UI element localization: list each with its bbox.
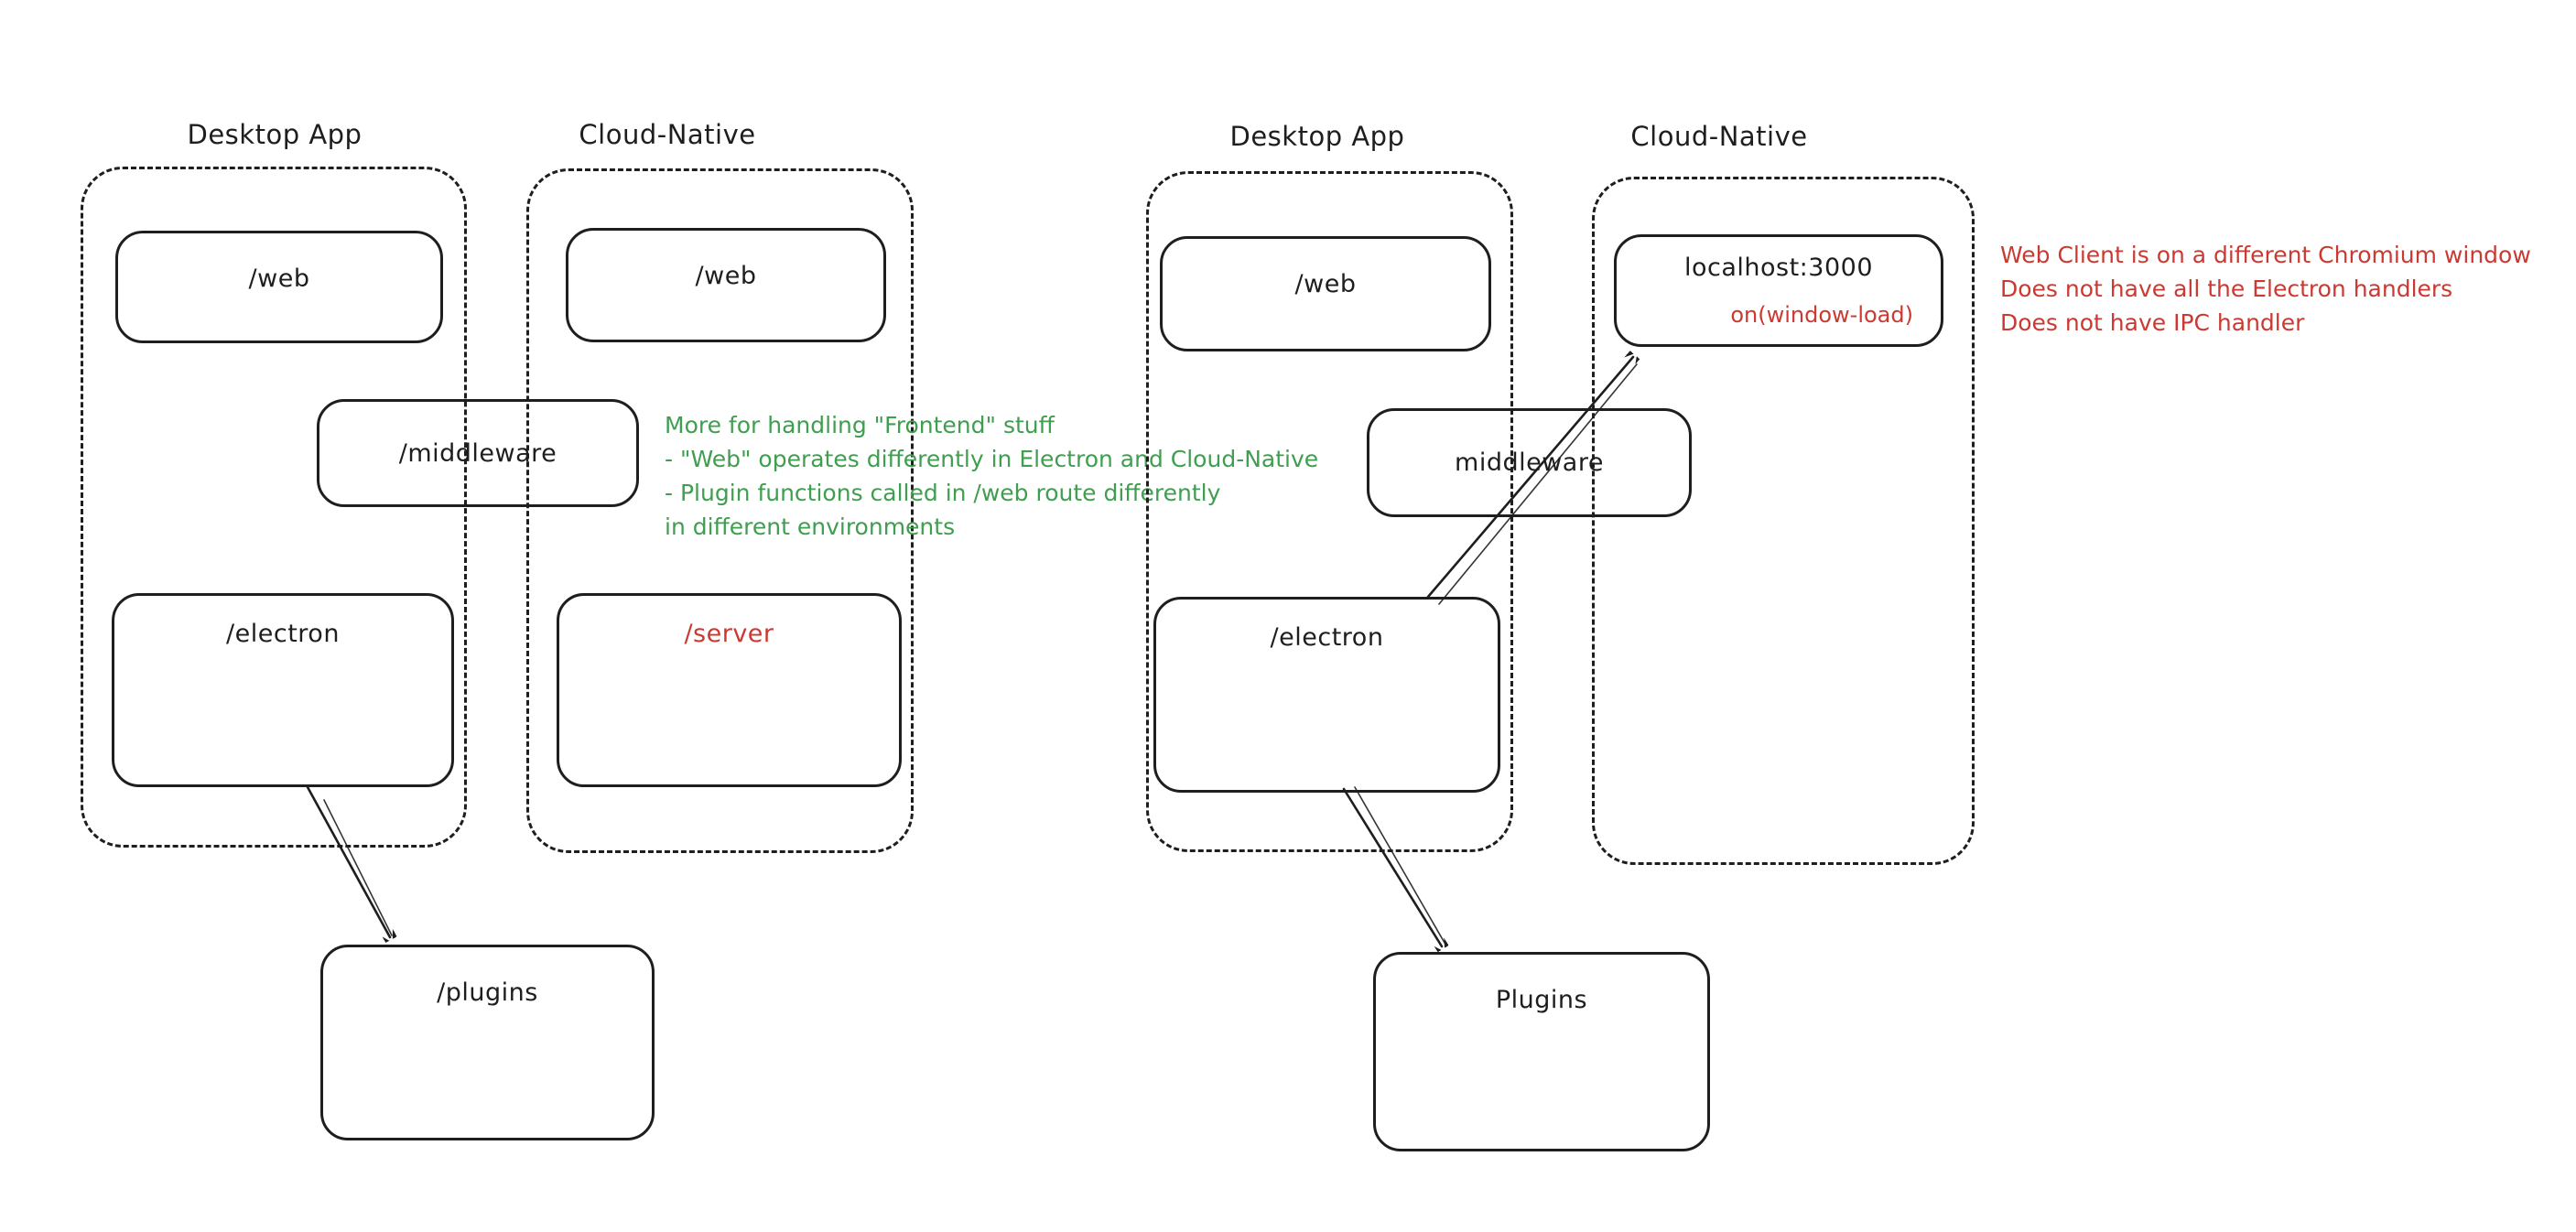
- node-electron-left-label: /electron: [226, 620, 340, 648]
- node-middleware-left-label: /middleware: [398, 438, 557, 468]
- red-note-line-1: Web Client is on a different Chromium wi…: [2000, 242, 2531, 268]
- green-note-line-2: - "Web" operates differently in Electron…: [665, 446, 1319, 472]
- annotation-green-note: More for handling "Frontend" stuff - "We…: [665, 408, 1318, 544]
- container-cloud-native-left: [526, 168, 914, 853]
- localhost-window-load-label: on(window-load): [1730, 302, 1913, 328]
- node-middleware-left: /middleware: [317, 399, 639, 507]
- green-note-line-1: More for handling "Frontend" stuff: [665, 412, 1055, 438]
- node-electron-right: /electron: [1153, 597, 1500, 793]
- node-middleware-right: middleware: [1367, 408, 1692, 517]
- node-web-desktop-left: /web: [115, 231, 443, 343]
- node-plugins-right: Plugins: [1373, 952, 1710, 1151]
- node-localhost-3000: localhost:3000 on(window-load): [1614, 234, 1943, 347]
- container-desktop-app-left: [81, 167, 467, 848]
- node-localhost-3000-label: localhost:3000: [1683, 254, 1873, 282]
- node-server-left: /server: [557, 593, 902, 787]
- green-note-line-4: in different environments: [665, 513, 956, 540]
- node-plugins-left: /plugins: [320, 945, 655, 1140]
- node-web-cloud-left-label: /web: [695, 262, 757, 290]
- node-server-left-label: /server: [684, 620, 774, 648]
- group-label-desktop-app-left: Desktop App: [187, 119, 363, 150]
- node-web-desktop-left-label: /web: [248, 265, 310, 293]
- green-note-line-3: - Plugin functions called in /web route …: [665, 480, 1221, 506]
- group-label-desktop-app-right: Desktop App: [1229, 121, 1405, 152]
- red-note-line-2: Does not have all the Electron handlers: [2000, 276, 2453, 302]
- node-web-desktop-right-label: /web: [1294, 270, 1357, 298]
- node-web-cloud-left: /web: [566, 228, 886, 342]
- group-label-cloud-native-left: Cloud-Native: [579, 119, 756, 150]
- node-plugins-right-label: Plugins: [1495, 986, 1588, 1014]
- node-electron-left: /electron: [112, 593, 454, 787]
- red-note-line-3: Does not have IPC handler: [2000, 309, 2305, 336]
- node-plugins-left-label: /plugins: [437, 978, 538, 1007]
- node-web-desktop-right: /web: [1160, 236, 1491, 351]
- annotation-red-note: Web Client is on a different Chromium wi…: [2000, 238, 2531, 340]
- group-label-cloud-native-right: Cloud-Native: [1630, 121, 1808, 152]
- node-middleware-right-label: middleware: [1455, 448, 1604, 477]
- node-electron-right-label: /electron: [1270, 623, 1384, 652]
